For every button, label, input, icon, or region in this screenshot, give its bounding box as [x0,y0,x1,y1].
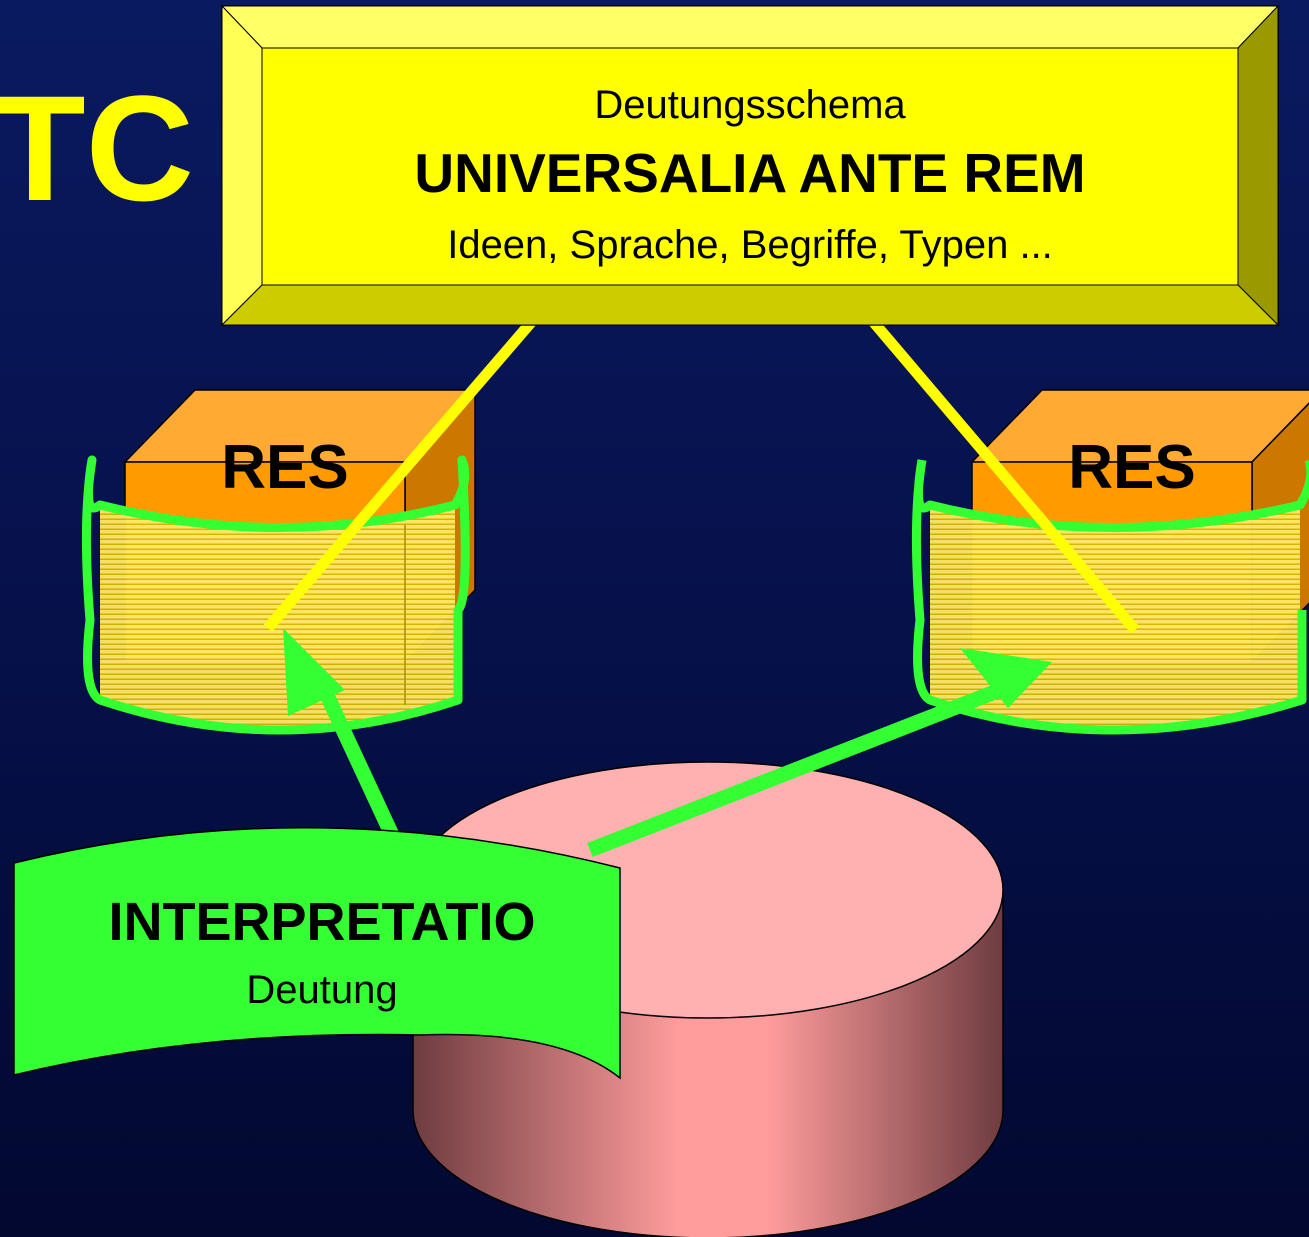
schema-line-3: Ideen, Sprache, Begriffe, Typen ... [447,223,1053,267]
connector-left [263,308,545,632]
res-left-label: RES [221,433,348,502]
res-right-label: RES [1068,433,1195,502]
res-scroll-left-outline [81,455,470,735]
res-scroll-right-outline [911,459,1309,735]
schema-line-1: Deutungsschema [594,83,906,127]
banner-subtitle: Deutung [246,968,397,1012]
schema-box-bevel-right [1237,4,1279,327]
schema-line-2: UNIVERSALIA ANTE REM [414,142,1085,204]
schema-box-bevel-left [221,4,263,327]
schema-box: Deutungsschema UNIVERSALIA ANTE REM Idee… [220,4,1280,327]
title-fragment: TC [0,64,194,232]
arrow-right-head [960,648,1052,708]
banner-title: INTERPRETATIO [109,892,536,952]
arrow-left [283,628,399,839]
connector-right [860,308,1140,634]
schema-box-face [261,47,1239,286]
arrow-right [587,648,1052,857]
interpretatio-banner: INTERPRETATIO Deutung [13,826,621,1080]
arrow-left-head [283,628,345,716]
schema-box-bevel-top [220,5,1280,49]
banner-shape [13,826,621,1080]
schema-box-bevel-bottom [220,284,1280,326]
